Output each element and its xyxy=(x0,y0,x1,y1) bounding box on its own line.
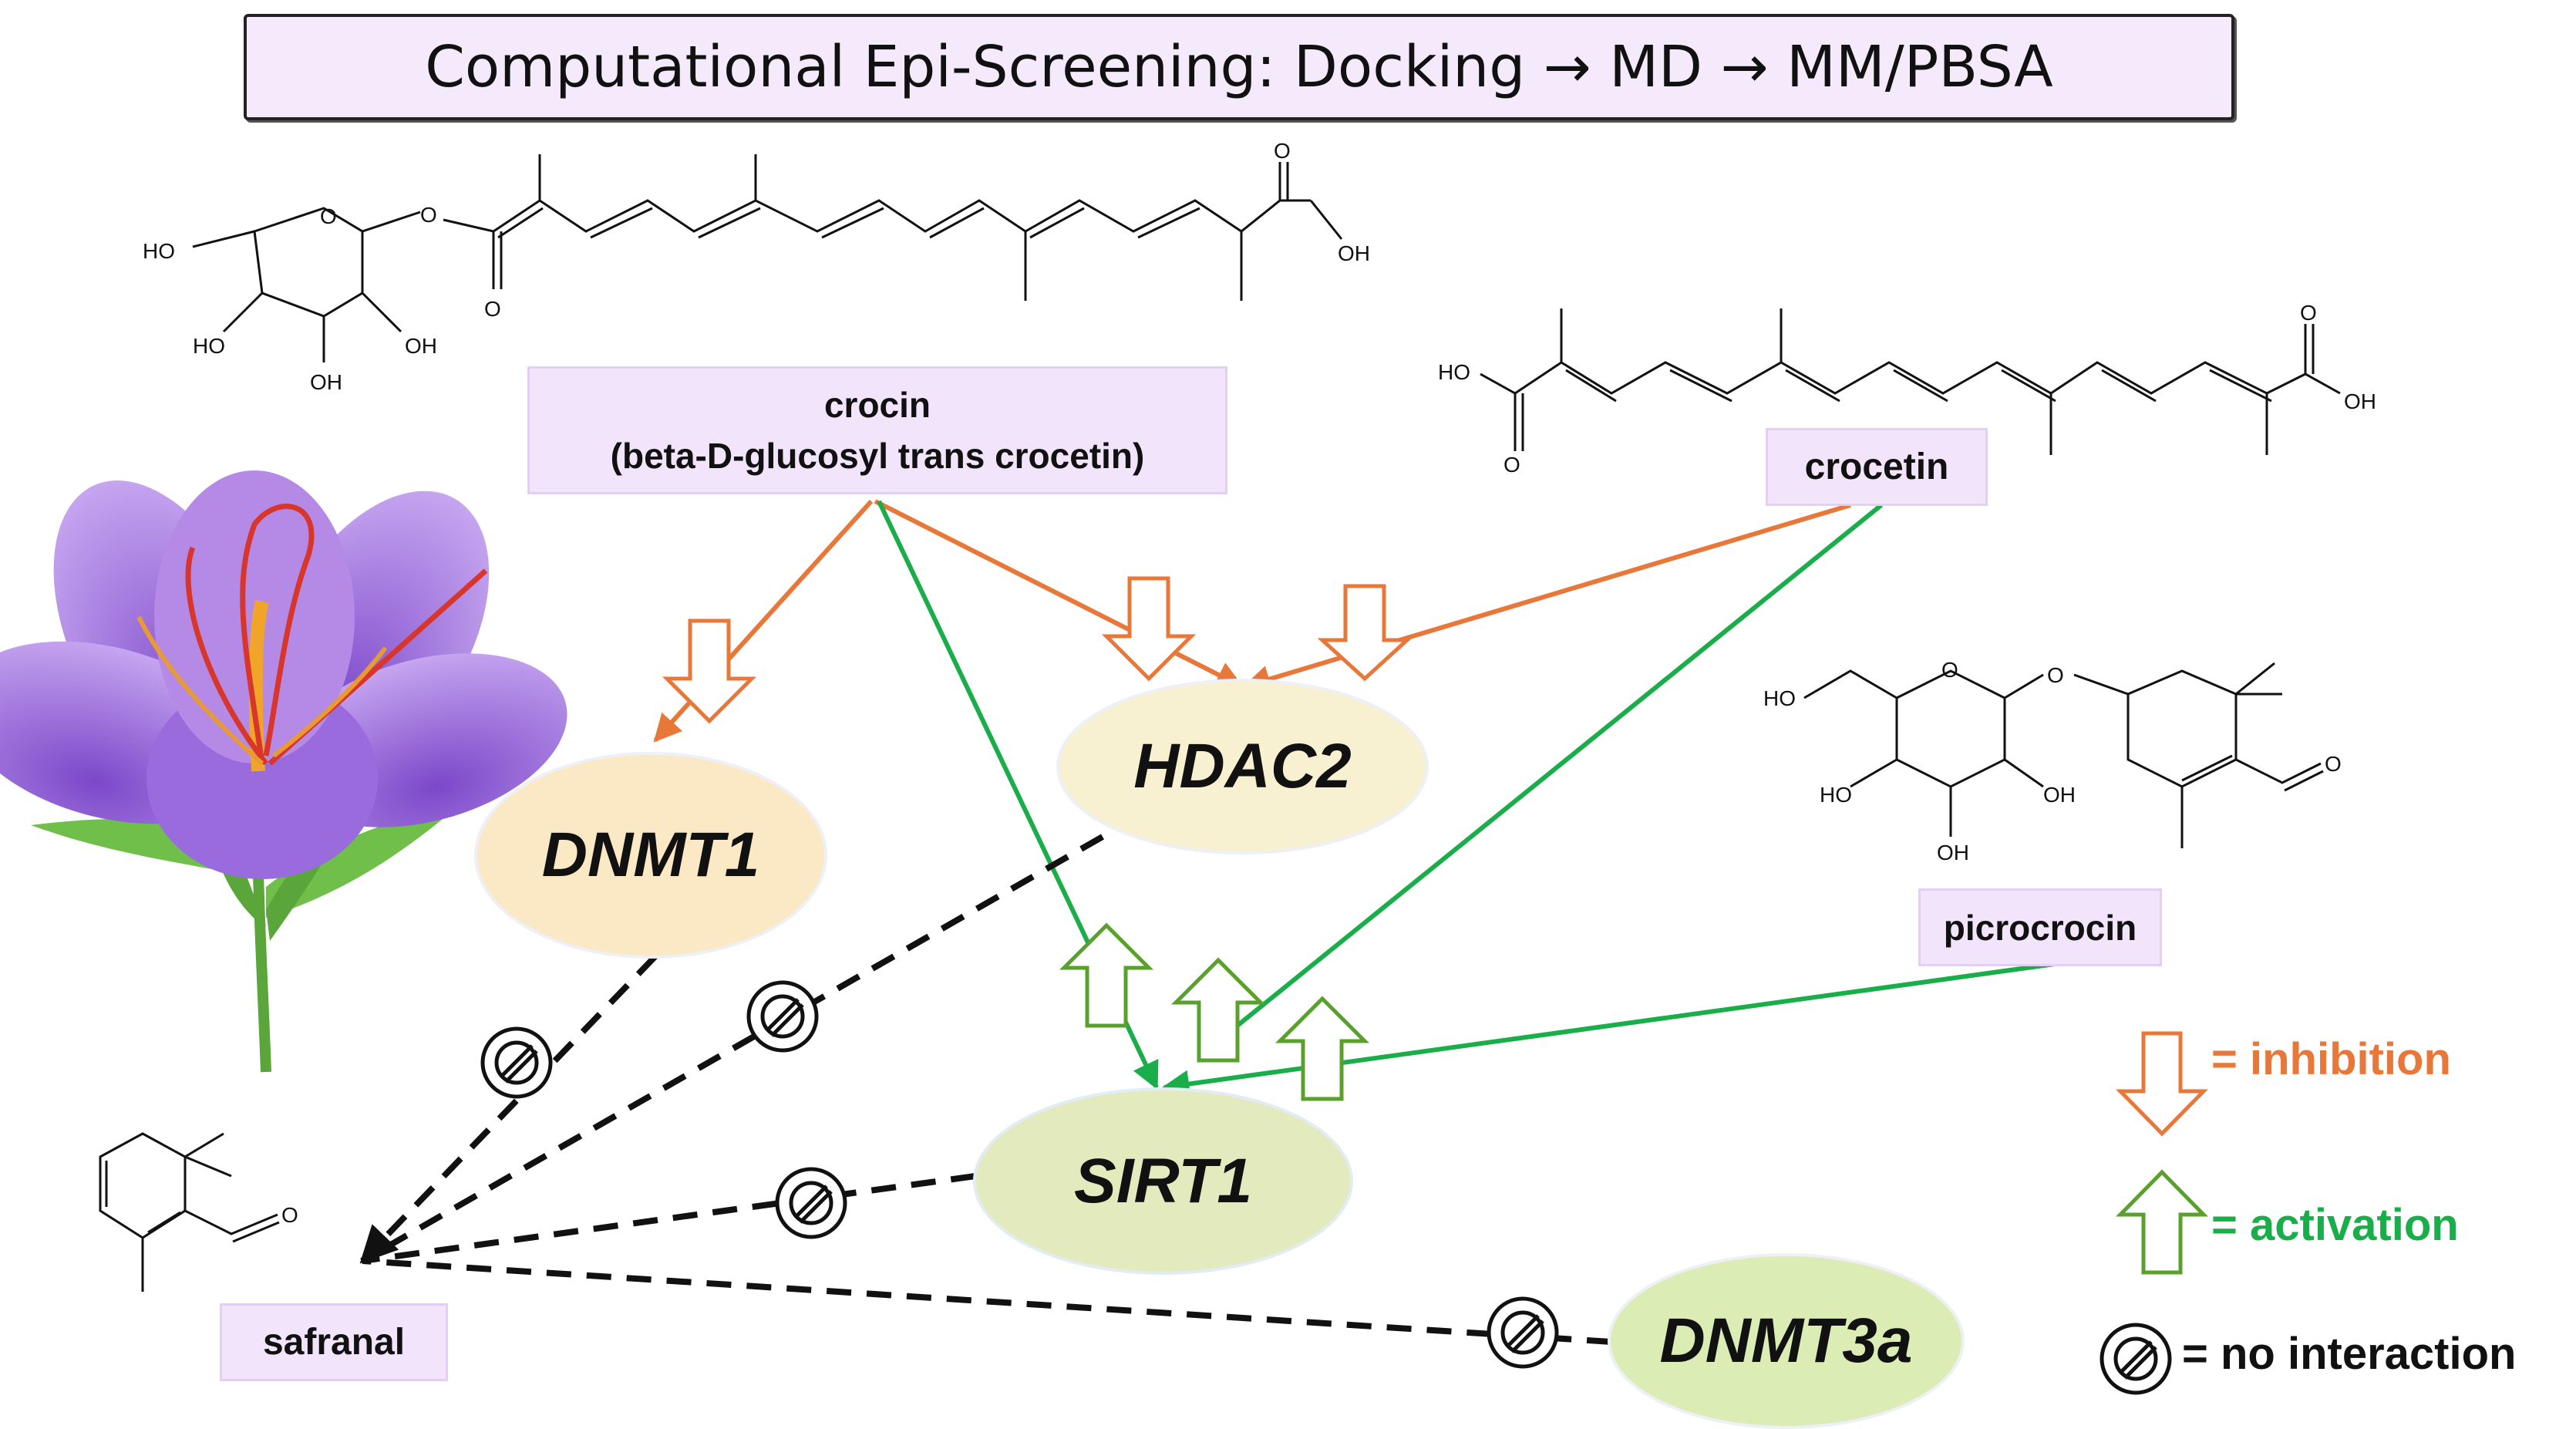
prohibited-circle-icon xyxy=(480,1026,553,1099)
safranal-label: safranal xyxy=(262,1322,406,1363)
chem-label-ho: HO xyxy=(143,239,175,263)
dnmt1-label: DNMT1 xyxy=(541,820,760,890)
crocin-tag: crocin (beta-D-glucosyl trans crocetin) xyxy=(527,366,1227,494)
chem-label-ho: HO xyxy=(1820,783,1852,807)
hollow-down-arrow-icon xyxy=(1317,584,1413,682)
crocetin-tag: crocetin xyxy=(1766,428,1988,506)
no-interaction-edge xyxy=(362,1173,976,1264)
chem-label-o: O xyxy=(2047,663,2064,687)
legend-inhibition-label: = inhibition xyxy=(2211,1034,2451,1084)
activation-edge xyxy=(1217,503,1883,1043)
picrocrocin-structure: HO O O HO OH OH O xyxy=(1763,658,2342,864)
dnmt3a-node: DNMT3a xyxy=(1608,1253,1965,1429)
legend-activation-label: = activation xyxy=(2211,1200,2459,1250)
chem-label-oh: OH xyxy=(2344,389,2376,413)
hollow-down-arrow-icon xyxy=(1101,576,1197,682)
crocin-structure: HO O O HO OH OH O O OH xyxy=(143,139,1370,394)
legend-activation-icon xyxy=(2116,1169,2208,1275)
chem-label-o: O xyxy=(320,204,337,228)
chem-label-oh: OH xyxy=(1937,841,1969,864)
chem-label-o: O xyxy=(2325,752,2342,776)
chem-label-o: O xyxy=(1504,453,1520,477)
no-interaction-edge xyxy=(362,1258,1612,1345)
saffron-crocus-flower-icon xyxy=(0,470,567,1073)
inhibition-edge xyxy=(1242,503,1851,693)
title-box: Computational Epi-Screening: Docking → M… xyxy=(244,14,2234,120)
sirt1-label: SIRT1 xyxy=(1074,1145,1252,1216)
safranal-tag: safranal xyxy=(220,1303,448,1381)
no-interaction-edge xyxy=(359,954,658,1264)
chem-label-o: O xyxy=(1941,658,1958,682)
prohibited-circle-icon xyxy=(1487,1296,1559,1369)
hdac2-label: HDAC2 xyxy=(1133,731,1352,801)
crocin-sublabel: (beta-D-glucosyl trans crocetin) xyxy=(610,436,1145,476)
prohibited-circle-icon xyxy=(775,1167,847,1239)
chem-label-oh: OH xyxy=(2043,783,2076,807)
dnmt3a-label: DNMT3a xyxy=(1659,1306,1913,1376)
legend-inhibition-icon xyxy=(2116,1031,2208,1137)
chem-label-o: O xyxy=(484,297,501,321)
legend-no-interaction: = no interaction xyxy=(2182,1328,2516,1380)
chem-label-o: O xyxy=(2300,301,2317,325)
legend-inhibition: = inhibition xyxy=(2211,1033,2451,1085)
crocetin-label: crocetin xyxy=(1804,447,1949,487)
chem-label-oh: OH xyxy=(405,334,437,358)
chem-label-ho: HO xyxy=(193,334,225,358)
dnmt1-node: DNMT1 xyxy=(474,752,827,959)
picrocrocin-label: picrocrocin xyxy=(1943,907,2137,948)
hollow-up-arrow-icon xyxy=(1170,957,1266,1063)
prohibited-circle-icon xyxy=(746,980,819,1053)
legend-activation: = activation xyxy=(2211,1199,2459,1251)
legend-no-interaction-icon xyxy=(2100,1323,2172,1395)
chem-label-o: O xyxy=(1274,139,1291,163)
picrocrocin-tag: picrocrocin xyxy=(1918,888,2162,966)
chem-label-o: O xyxy=(420,203,437,227)
diagram-title: Computational Epi-Screening: Docking → M… xyxy=(425,34,2053,100)
sirt1-node: SIRT1 xyxy=(973,1087,1353,1275)
hdac2-node: HDAC2 xyxy=(1056,679,1429,854)
no-interaction-edge xyxy=(361,834,1104,1264)
legend-no-interaction-label: = no interaction xyxy=(2182,1329,2517,1379)
hollow-up-arrow-icon xyxy=(1059,922,1154,1028)
safranal-structure: O xyxy=(99,1132,298,1292)
inhibition-edge xyxy=(874,499,1244,689)
chem-label-o: O xyxy=(281,1203,298,1227)
hollow-down-arrow-icon xyxy=(662,618,757,724)
hollow-up-arrow-icon xyxy=(1275,996,1370,1101)
chem-label-ho: HO xyxy=(1438,360,1470,384)
inhibition-edge xyxy=(653,499,874,743)
chem-label-oh: OH xyxy=(310,370,342,394)
chem-label-ho: HO xyxy=(1763,686,1796,710)
crocetin-structure: HO O O OH xyxy=(1438,301,2376,477)
chem-label-oh: OH xyxy=(1338,241,1370,265)
crocin-label: crocin xyxy=(823,385,931,425)
